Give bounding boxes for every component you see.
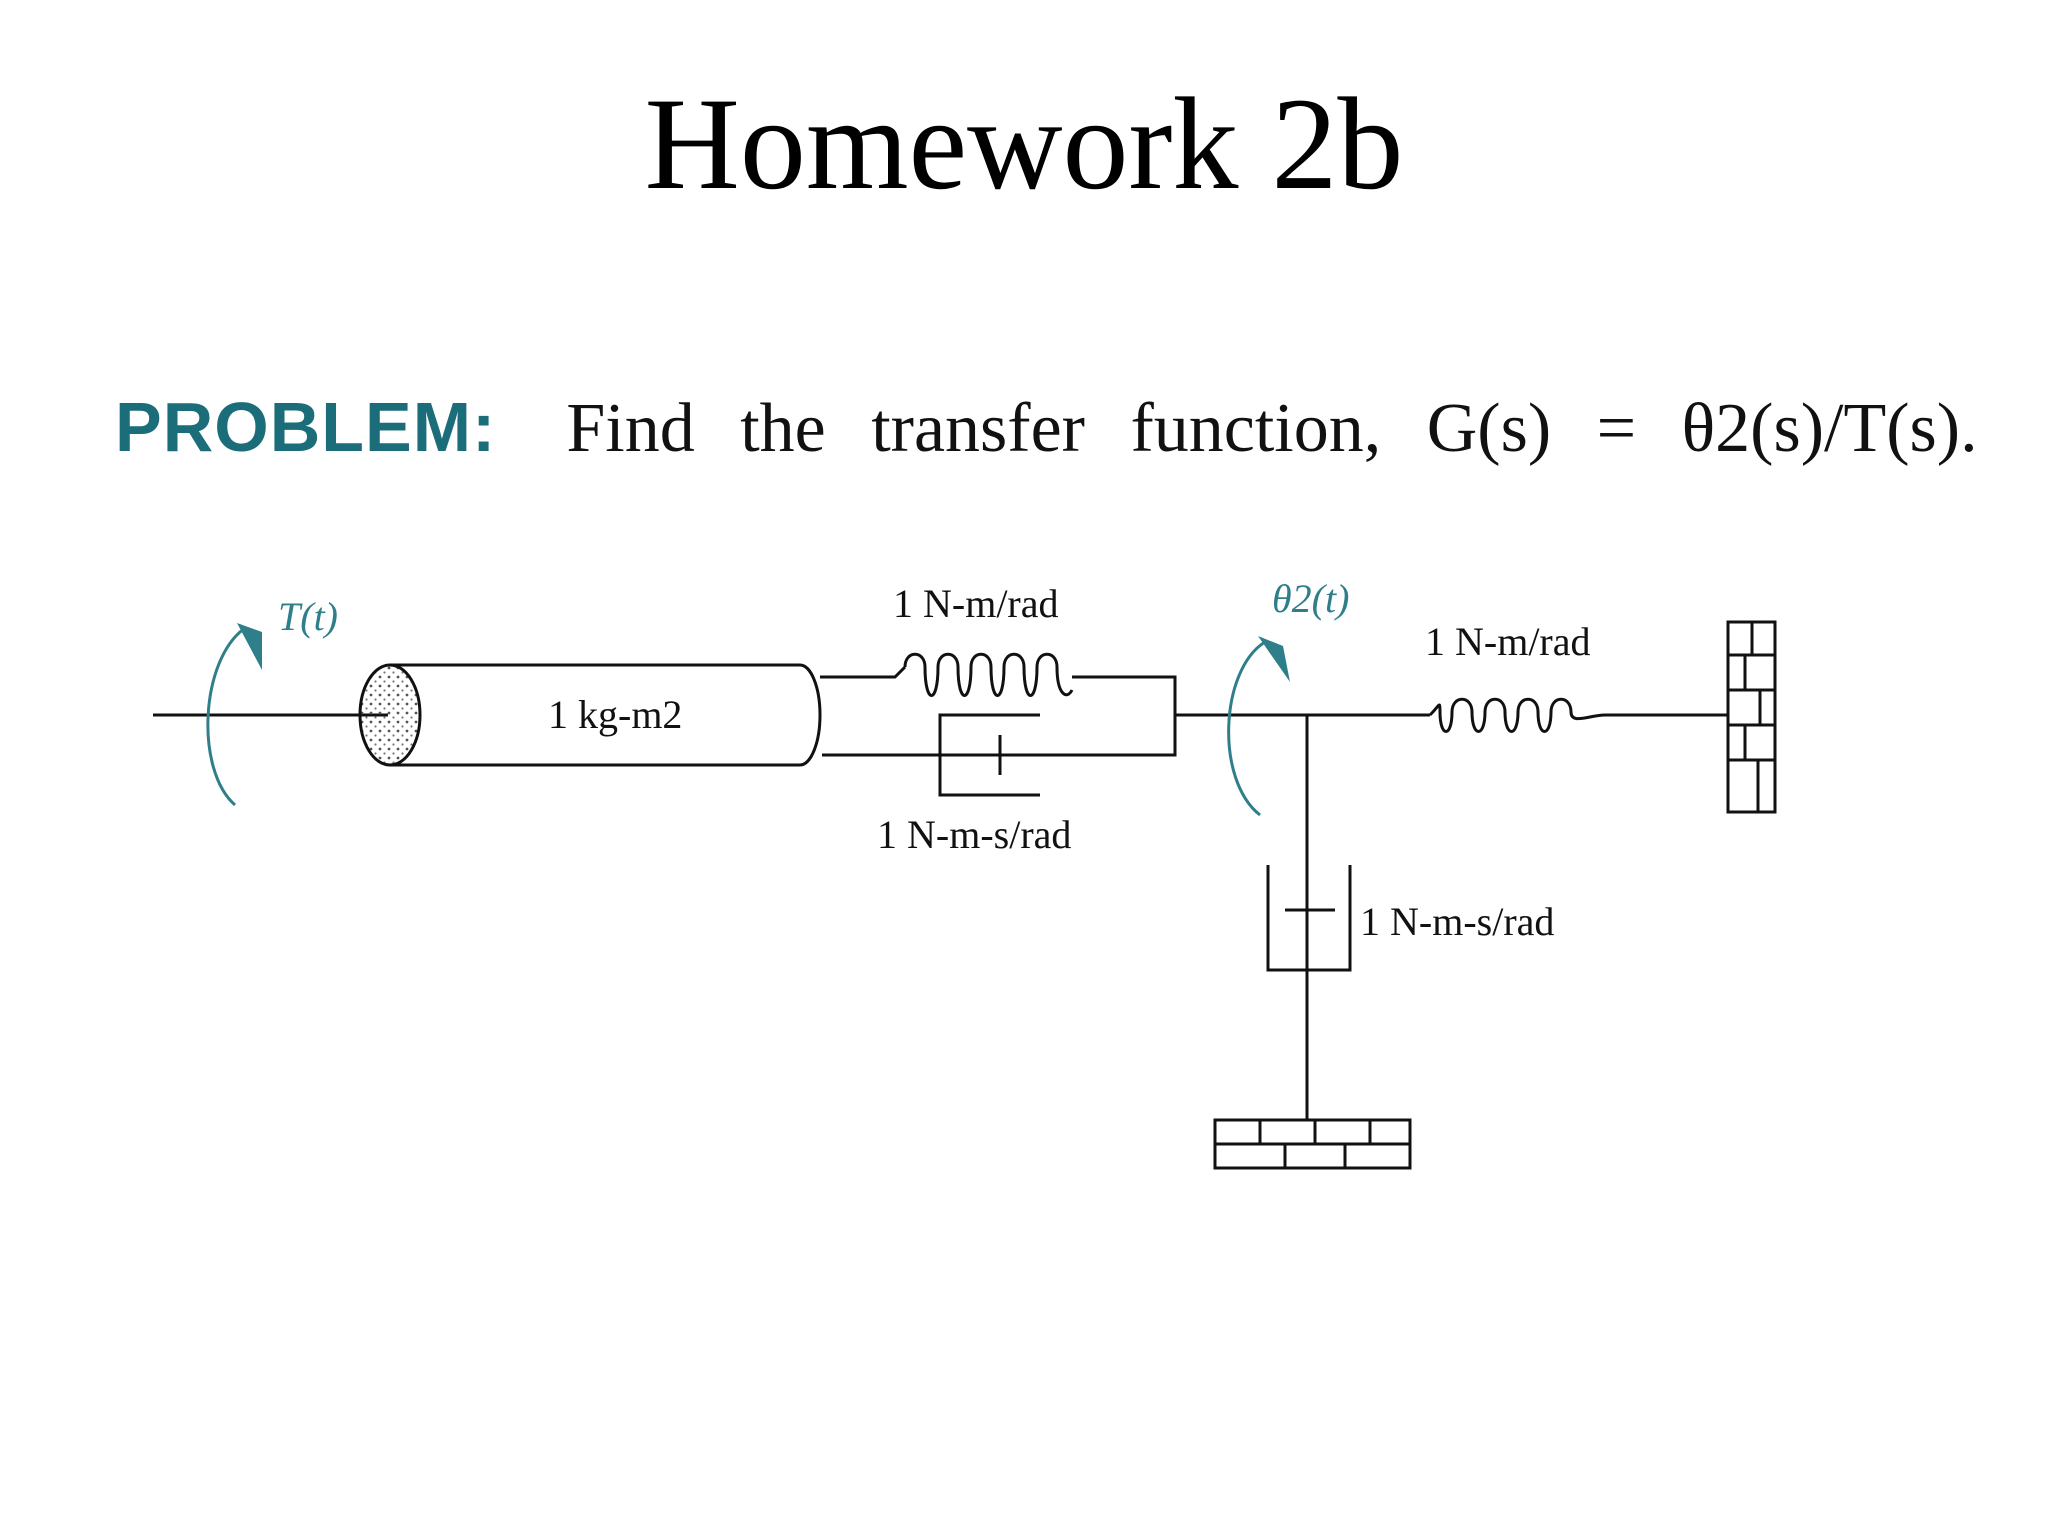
torque-label: T(t) [278,594,338,639]
damper1-label: 1 N-m-s/rad [877,812,1071,857]
damper-2 [1266,865,1352,972]
problem-statement: PROBLEM:Find the transfer function, G(s)… [115,392,2048,464]
theta-label: θ2(t) [1272,576,1349,621]
problem-text: Find the transfer function, G(s) = θ2(s)… [566,390,1978,467]
right-wall [1726,620,1777,814]
damper2-label: 1 N-m-s/rad [1360,899,1554,944]
inertia-cylinder [358,663,822,767]
torque-arrow [206,623,262,807]
spring1-label: 1 N-m/rad [893,581,1059,626]
spring2-label: 1 N-m/rad [1425,619,1591,664]
problem-label: PROBLEM: [115,388,497,466]
inertia-end-face [358,663,422,767]
theta-arrow [1227,636,1290,817]
parallel-spring-damper [820,652,1177,797]
bottom-ground [1213,1118,1412,1170]
slide-title: Homework 2b [644,70,1404,217]
inertia-label: 1 kg-m2 [548,692,682,737]
spring-2 [1428,697,1728,733]
